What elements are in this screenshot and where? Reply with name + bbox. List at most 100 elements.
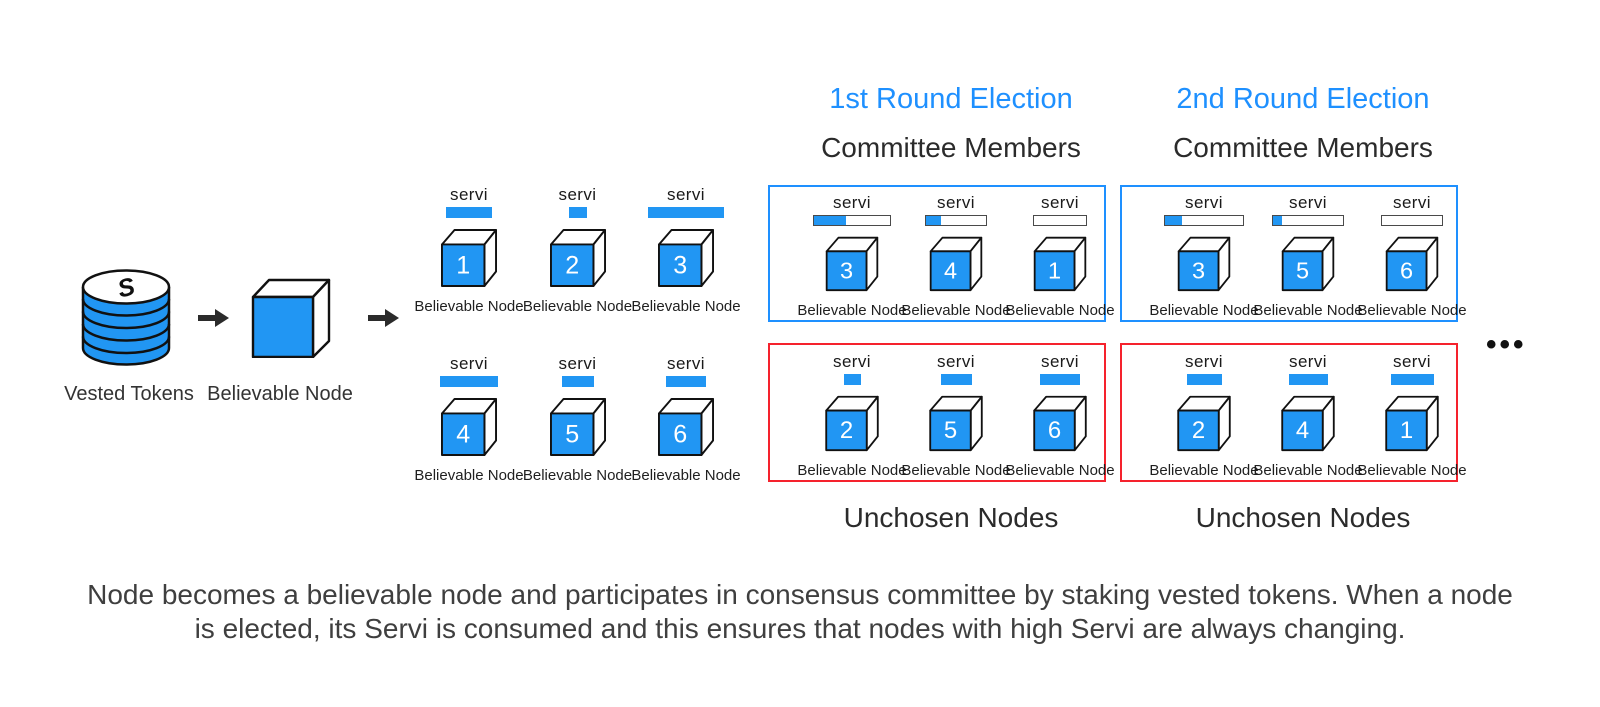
servi-bar-row — [1256, 374, 1360, 385]
servi-bar-row — [1360, 215, 1464, 226]
node-number: 1 — [1048, 257, 1061, 283]
believable-node-label: Believable Node — [901, 462, 1011, 479]
servi-label: servi — [558, 354, 597, 373]
servi-bar-row — [417, 376, 521, 387]
servi-meter-fill — [1165, 216, 1182, 225]
servi-label: servi — [1041, 193, 1079, 212]
round-1-committee-title: Committee Members — [821, 132, 1081, 163]
servi-meter — [925, 215, 987, 226]
round-1-unchosen-box: servi 2 Believable Node servi 5 Believab… — [768, 343, 1115, 482]
servi-bar-row — [417, 207, 521, 218]
node-number: 4 — [1296, 417, 1309, 444]
node-cube-icon: 5 — [549, 398, 606, 456]
servi-bar — [440, 376, 498, 387]
node-number: 6 — [1048, 417, 1061, 444]
servi-bar-row — [1360, 374, 1464, 385]
node-cube-icon: 1 — [441, 229, 497, 287]
believable-node-item: servi 5 Believable Node — [1253, 193, 1363, 320]
servi-label: servi — [1289, 352, 1327, 371]
node-cube-icon: 1 — [1385, 395, 1439, 452]
node-number: 3 — [673, 251, 687, 279]
servi-meter-fill — [1273, 216, 1282, 225]
believable-node-label: Believable Node — [1149, 462, 1259, 479]
believable-node-label: Believable Node — [797, 462, 907, 479]
servi-bar — [561, 376, 594, 387]
servi-label: servi — [833, 352, 871, 371]
round-2-title: 2nd Round Election — [1176, 83, 1430, 115]
believable-node-item: servi 3 Believable Node — [631, 185, 741, 316]
servi-label: servi — [1289, 193, 1327, 212]
free-nodes-row-2: servi 4 Believable Node servi 5 Believab… — [414, 354, 741, 485]
node-cube-icon: 3 — [825, 236, 879, 292]
believable-node-item: servi 4 Believable Node — [1253, 352, 1362, 480]
servi-bar-row — [526, 376, 630, 387]
servi-bar-row — [1008, 215, 1112, 226]
round-2-unchosen-box: servi 2 Believable Node servi 4 Believab… — [1120, 343, 1467, 482]
servi-meter — [813, 215, 891, 226]
believable-node-item: servi 1 Believable Node — [1005, 193, 1115, 320]
believable-node-label: Believable Node — [1005, 462, 1115, 479]
node-cube-icon: 4 — [929, 236, 983, 292]
servi-meter — [1033, 215, 1087, 226]
servi-bar — [568, 207, 587, 218]
servi-meter — [1381, 215, 1443, 226]
node-number: 3 — [1192, 257, 1205, 283]
node-cube-icon: 5 — [929, 395, 983, 452]
servi-label: servi — [667, 185, 705, 204]
servi-bar-row — [1152, 215, 1256, 226]
believable-node-label: Believable Node — [797, 302, 907, 319]
servi-label: servi — [1185, 193, 1223, 212]
node-number: 6 — [673, 420, 687, 448]
believable-node-label: Believable Node — [631, 298, 741, 315]
servi-bar — [1288, 374, 1328, 385]
node-cube-icon: 1 — [1033, 236, 1087, 292]
node-cube-icon: 2 — [825, 395, 879, 452]
servi-label: servi — [833, 193, 871, 212]
node-number: 2 — [840, 417, 853, 444]
believable-node-label: Believable Node — [414, 298, 524, 315]
round-2-section: 2nd Round Election Committee Members ser… — [1120, 84, 1467, 533]
servi-bar — [1186, 374, 1222, 385]
servi-meter-fill — [814, 216, 846, 225]
free-nodes-row-1: servi 1 Believable Node servi 2 Believab… — [414, 185, 741, 316]
servi-meter — [1164, 215, 1244, 226]
round-2-committee-title: Committee Members — [1173, 132, 1433, 163]
vested-tokens-label: Vested Tokens — [64, 383, 194, 405]
node-cube-icon: 5 — [1281, 236, 1335, 292]
round-2-committee-box: servi 3 Believable Node servi 5 Believab… — [1120, 185, 1467, 322]
servi-bar-row — [1152, 374, 1256, 385]
servi-label: servi — [1185, 352, 1223, 371]
believable-node-label: Believable Node — [1005, 302, 1115, 319]
servi-bar — [666, 376, 706, 387]
node-number: 2 — [1192, 417, 1205, 444]
believable-node-label: Believable Node — [522, 467, 633, 484]
node-cube-icon: 2 — [1177, 395, 1231, 452]
believable-node-label: Believable Node — [1253, 302, 1363, 319]
right-arrow-icon — [368, 309, 399, 327]
round-1-committee-box: servi 3 Believable Node servi 4 Believab… — [768, 185, 1115, 322]
servi-bar-row — [800, 374, 904, 385]
servi-bar-row — [634, 376, 738, 387]
right-arrow-icon — [198, 309, 229, 327]
servi-bar — [843, 374, 861, 385]
node-cube-icon: 6 — [1033, 395, 1087, 452]
believable-node-item: servi 2 Believable Node — [797, 352, 907, 480]
coin-stack-icon: S — [81, 269, 171, 366]
believable-node-label: Believable Node — [1149, 302, 1259, 319]
round-2-unchosen-title: Unchosen Nodes — [1195, 502, 1411, 533]
node-cube-icon: 3 — [1177, 236, 1231, 292]
more-rounds-ellipsis-icon: ••• — [1486, 328, 1527, 361]
round-1-section: 1st Round Election Committee Members ser… — [768, 84, 1115, 533]
node-cube-icon: 2 — [549, 229, 606, 287]
servi-bar — [1040, 374, 1080, 385]
caption-line-2: is elected, its Servi is consumed and th… — [194, 613, 1406, 644]
token-s-symbol-icon: S — [115, 272, 138, 303]
servi-label: servi — [450, 185, 488, 204]
believable-node-cube-icon — [251, 278, 331, 358]
believable-node-item: servi 3 Believable Node — [1149, 193, 1259, 320]
node-number: 5 — [1296, 257, 1309, 283]
believable-node-item: servi 4 Believable Node — [414, 354, 523, 485]
believable-node-label: Believable Node — [631, 467, 741, 484]
servi-label: servi — [450, 354, 488, 373]
round-1-unchosen-title: Unchosen Nodes — [843, 502, 1059, 533]
